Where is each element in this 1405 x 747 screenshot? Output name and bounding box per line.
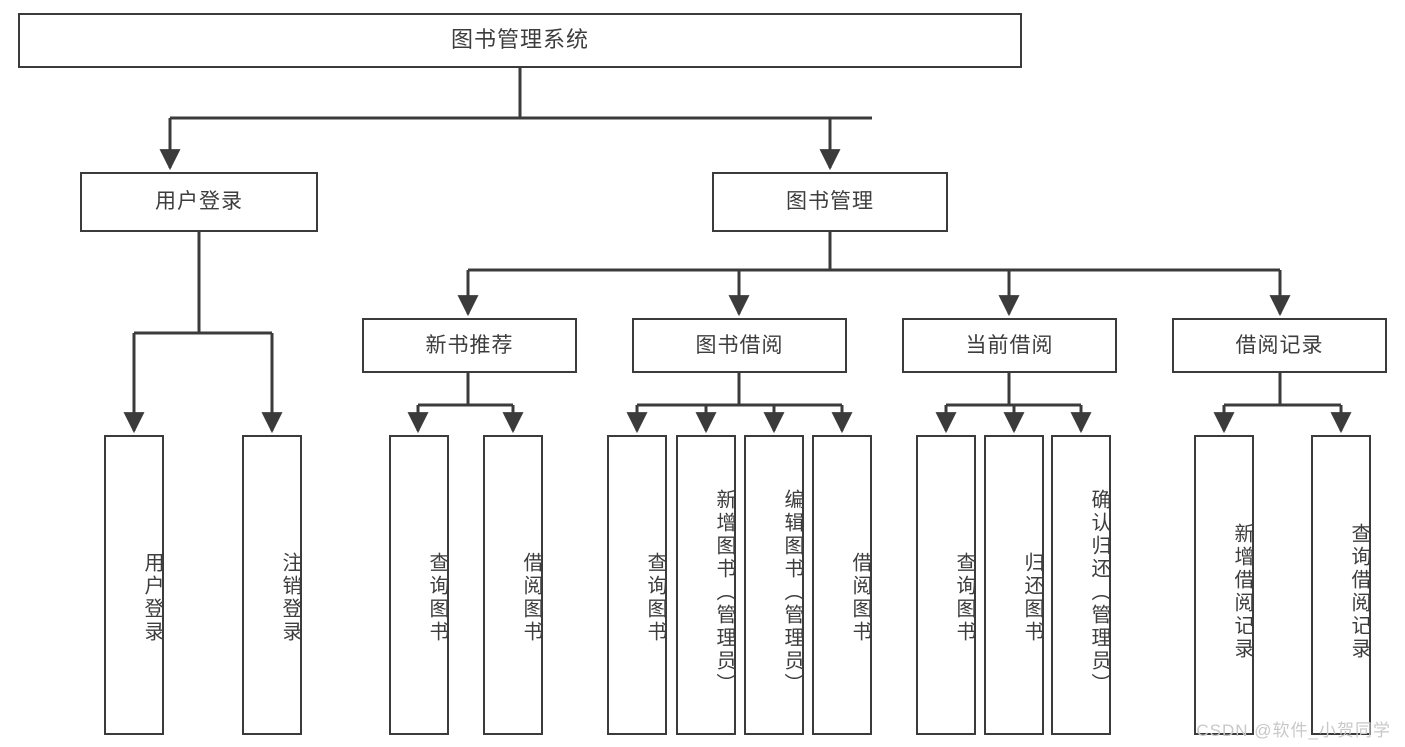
node-leaf-add-book-admin[interactable]: 新增图书（管理员） bbox=[676, 435, 736, 735]
node-leaf-query-book-bb[interactable]: 查询图书 bbox=[607, 435, 667, 735]
node-level2-user-login[interactable]: 用户登录 bbox=[80, 172, 318, 232]
node-leaf-confirm-return-admin[interactable]: 确认归还（管理员） bbox=[1051, 435, 1111, 735]
node-level3-book-borrow[interactable]: 图书借阅 bbox=[632, 318, 847, 373]
node-leaf-borrow-book-bb[interactable]: 借阅图书 bbox=[812, 435, 872, 735]
node-level3-new-book-recommend[interactable]: 新书推荐 bbox=[362, 318, 577, 373]
node-level3-current-borrow[interactable]: 当前借阅 bbox=[902, 318, 1117, 373]
node-leaf-edit-book-admin[interactable]: 编辑图书（管理员） bbox=[744, 435, 804, 735]
node-leaf-query-book-nbr[interactable]: 查询图书 bbox=[389, 435, 449, 735]
csdn-watermark: CSDN @软件_小贺同学 bbox=[1196, 721, 1391, 740]
node-leaf-add-borrow-record[interactable]: 新增借阅记录 bbox=[1194, 435, 1254, 735]
node-leaf-borrow-book-nbr[interactable]: 借阅图书 bbox=[483, 435, 543, 735]
node-root[interactable]: 图书管理系统 bbox=[18, 13, 1022, 68]
node-leaf-logout[interactable]: 注销登录 bbox=[242, 435, 302, 735]
node-leaf-return-book[interactable]: 归还图书 bbox=[984, 435, 1044, 735]
node-level3-borrow-record[interactable]: 借阅记录 bbox=[1172, 318, 1387, 373]
node-leaf-query-borrow-record[interactable]: 查询借阅记录 bbox=[1311, 435, 1371, 735]
node-leaf-user-login[interactable]: 用户登录 bbox=[104, 435, 164, 735]
node-level2-book-manage[interactable]: 图书管理 bbox=[712, 172, 948, 232]
node-leaf-query-book-cb[interactable]: 查询图书 bbox=[916, 435, 976, 735]
